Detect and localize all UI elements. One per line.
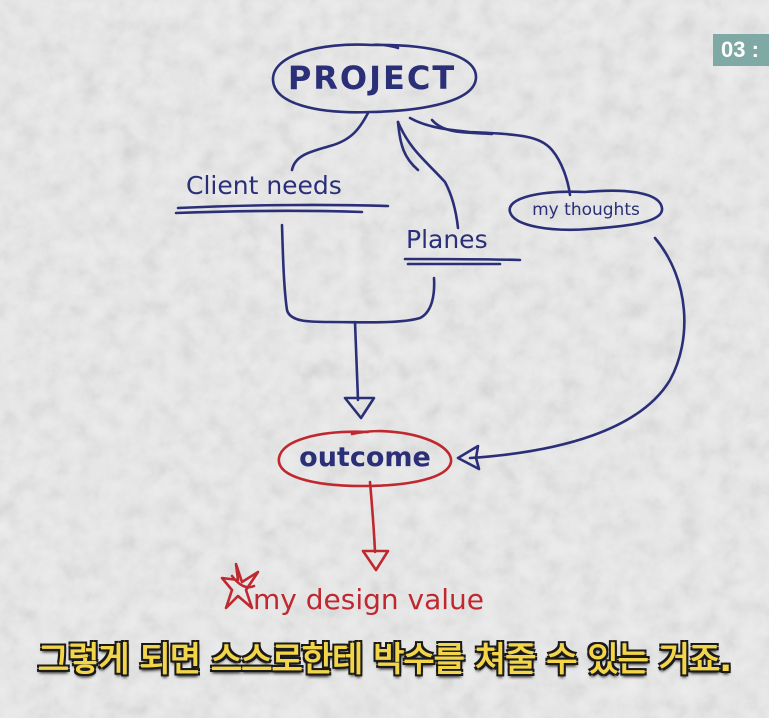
- client-needs-label: Client needs: [186, 171, 342, 200]
- my-thoughts-label: my thoughts: [532, 200, 640, 220]
- line-client-to-outcome: [280, 223, 436, 324]
- connector-project-thoughts-2: [430, 118, 494, 136]
- planes-underline: [403, 257, 522, 262]
- outcome-ellipse: [277, 429, 453, 488]
- timecode-badge: 03 :: [713, 34, 769, 66]
- outcome-label: outcome: [299, 442, 431, 473]
- client-needs-underline: [176, 203, 390, 210]
- project-label: PROJECT: [288, 59, 456, 97]
- line-thoughts-to-outcome: [468, 236, 686, 460]
- connector-project-planes: [396, 120, 460, 230]
- client-needs-underline-2: [174, 209, 364, 215]
- design-value-label: my design value: [253, 583, 484, 616]
- connector-project-planes-2: [396, 120, 420, 172]
- arrow-head-to-outcome: [343, 396, 376, 420]
- my-thoughts-ellipse: [508, 189, 664, 232]
- arrow-head-to-value: [361, 549, 390, 572]
- planes-label: Planes: [406, 225, 488, 254]
- star-icon: [220, 562, 260, 610]
- line-merge-down: [353, 320, 360, 402]
- subtitle-caption: 그렇게 되면 스스로한테 박수를 쳐줄 수 있는 거죠.: [37, 640, 732, 680]
- arrow-head-from-thoughts: [456, 444, 481, 471]
- connector-project-client: [290, 111, 370, 172]
- line-outcome-to-value: [368, 480, 377, 554]
- project-ellipse: [271, 43, 478, 114]
